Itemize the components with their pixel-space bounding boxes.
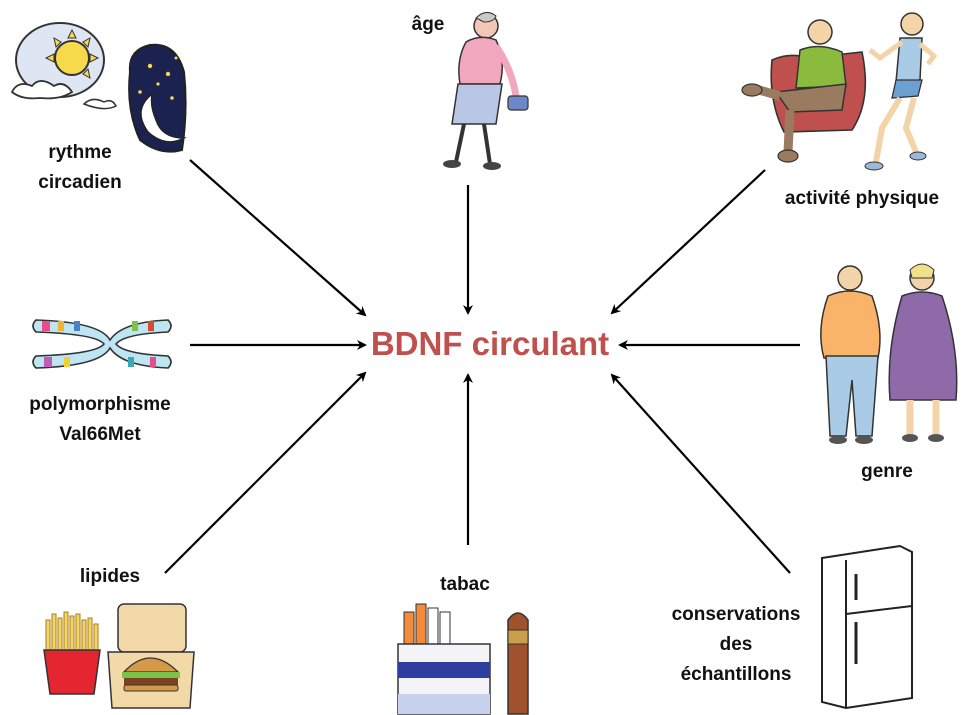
refrigerator-icon bbox=[821, 544, 913, 710]
runner-icon bbox=[864, 12, 938, 171]
label-conservation: conservations des échantillons bbox=[656, 600, 816, 690]
label-conservation-line1: conservations bbox=[671, 604, 801, 625]
moon-icon bbox=[128, 43, 187, 153]
arrow-conservation bbox=[610, 373, 791, 574]
burger-box-icon bbox=[107, 603, 195, 709]
label-activite-physique: activité physique bbox=[784, 188, 940, 209]
elderly-woman-icon bbox=[443, 12, 529, 170]
label-rythme-circadien: rythme circadien bbox=[10, 138, 150, 198]
cigarette-pack-icon bbox=[397, 603, 491, 715]
cigar-icon bbox=[507, 612, 529, 715]
label-polymorphisme-line2: Val66Met bbox=[59, 424, 141, 445]
arrow-activite bbox=[610, 169, 766, 315]
label-genre: genre bbox=[861, 461, 913, 482]
overweight-woman-icon bbox=[888, 263, 958, 442]
label-polymorphisme: polymorphisme Val66Met bbox=[0, 390, 200, 450]
label-polymorphisme-line1: polymorphisme bbox=[29, 394, 171, 415]
fries-icon bbox=[43, 611, 101, 695]
overweight-man-icon bbox=[820, 265, 881, 444]
center-label-bdnf: BDNF circulant bbox=[370, 325, 610, 362]
label-tabac: tabac bbox=[440, 574, 490, 595]
arrow-rythme bbox=[189, 159, 367, 317]
chromosome-icon bbox=[32, 319, 172, 369]
arrow-lipides bbox=[164, 371, 367, 574]
sun-icon bbox=[10, 22, 118, 110]
label-age: âge bbox=[411, 14, 445, 35]
label-conservation-line3: échantillons bbox=[680, 664, 792, 685]
label-lipides: lipides bbox=[79, 566, 141, 587]
label-rythme-line1: rythme bbox=[48, 142, 112, 163]
sitting-man-icon bbox=[741, 19, 867, 163]
arrows bbox=[164, 159, 800, 574]
label-rythme-line2: circadien bbox=[38, 172, 122, 193]
label-conservation-line2: des bbox=[719, 634, 753, 655]
